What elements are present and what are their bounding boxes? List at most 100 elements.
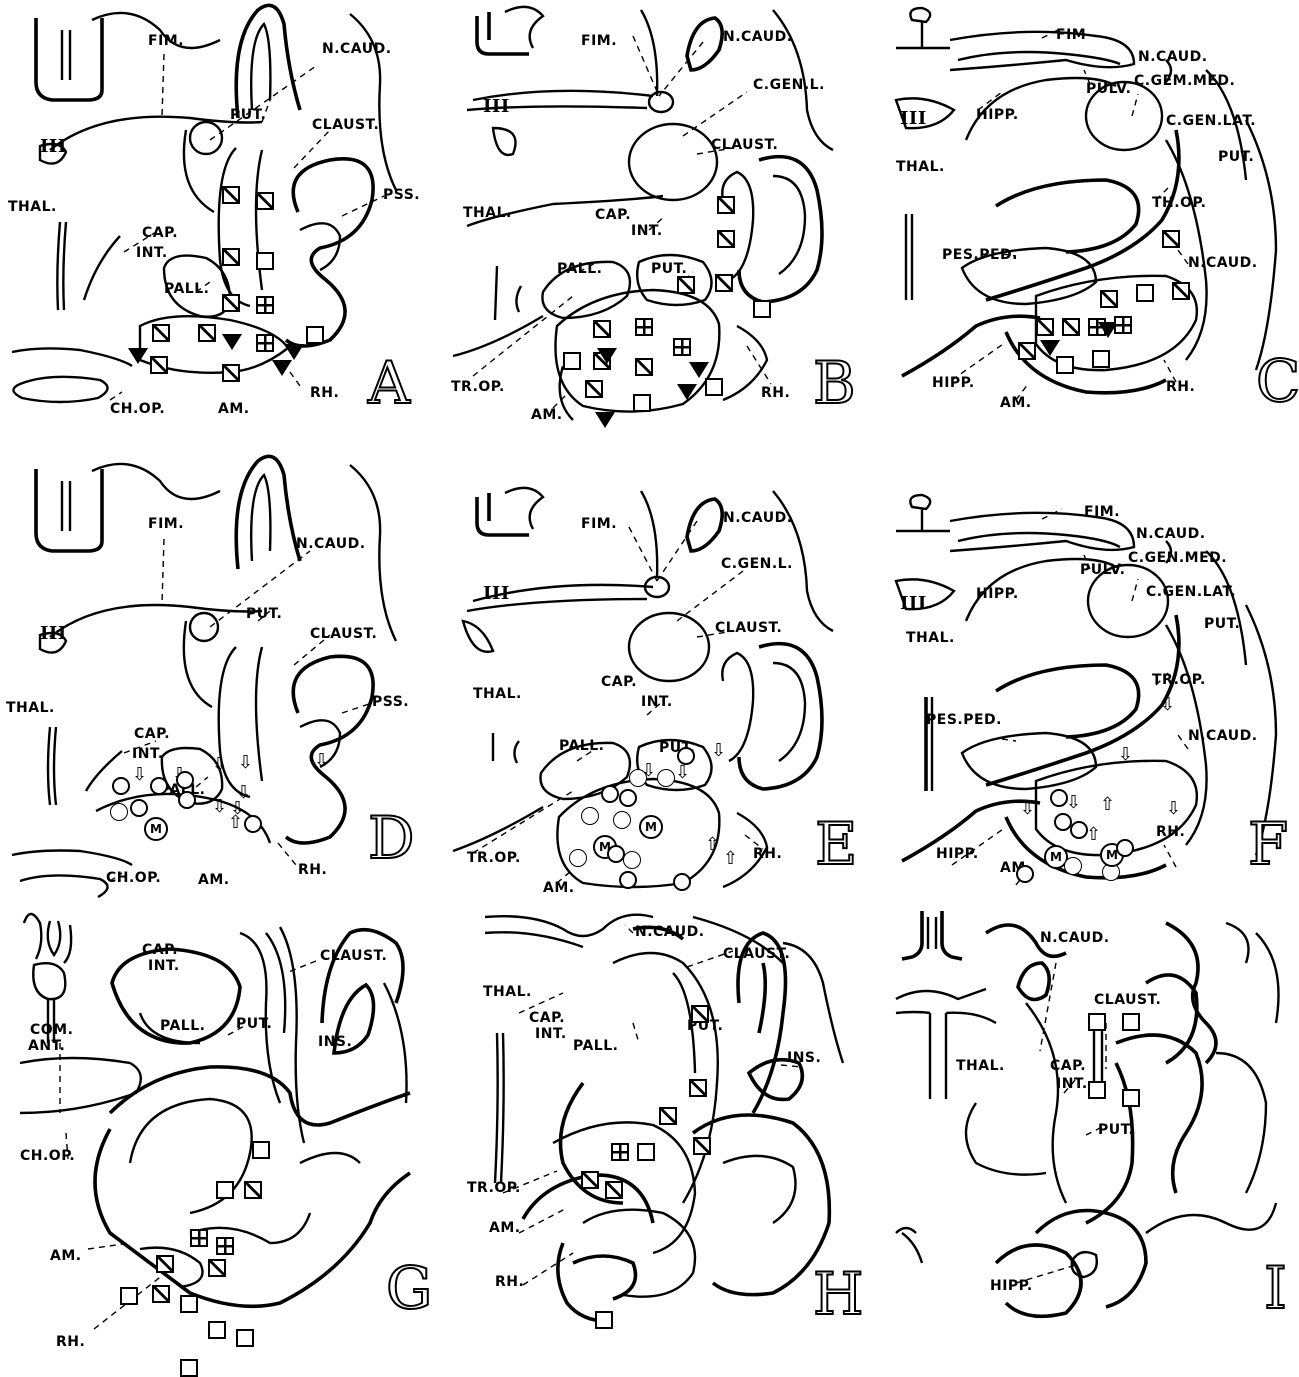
ventricle-numeral: III bbox=[40, 627, 67, 641]
structure-label: N.CAUD. bbox=[322, 42, 392, 56]
structure-label: PUT. bbox=[236, 1017, 272, 1031]
diagonal-square-marker bbox=[222, 186, 240, 204]
diagonal-square-marker bbox=[256, 192, 274, 210]
square-marker bbox=[1122, 1089, 1140, 1107]
structure-label: THAL. bbox=[8, 200, 57, 214]
down-arrow-icon: ⇩ bbox=[675, 763, 687, 783]
up-arrow-icon: ⇧ bbox=[705, 835, 717, 855]
structure-label: PALL. bbox=[559, 739, 604, 753]
panel-letter: I bbox=[1264, 1259, 1287, 1317]
down-arrow-icon: ⇩ bbox=[1166, 799, 1178, 819]
circle-marker bbox=[677, 747, 695, 765]
diagonal-square-marker bbox=[244, 1181, 262, 1199]
structure-label: AM. bbox=[531, 408, 563, 422]
panel-letter: F bbox=[1248, 815, 1288, 873]
square-marker bbox=[180, 1295, 198, 1313]
circle-marker bbox=[619, 789, 637, 807]
structure-label: PES.PED. bbox=[942, 248, 1018, 262]
circle-marker bbox=[1016, 865, 1034, 883]
structure-label: C.GEN.LAT. bbox=[1166, 114, 1256, 128]
structure-label: HIPP. bbox=[976, 108, 1019, 122]
circle-marker bbox=[112, 777, 130, 795]
ventricle-numeral: III bbox=[900, 112, 927, 126]
diagonal-square-marker bbox=[156, 1255, 174, 1273]
triangle-marker bbox=[597, 348, 617, 364]
cross-square-marker bbox=[1114, 316, 1132, 334]
square-marker bbox=[633, 394, 651, 412]
circle-marker bbox=[130, 799, 148, 817]
structure-label: CAP. bbox=[529, 1011, 565, 1025]
structure-label: AM. bbox=[198, 873, 230, 887]
structure-label: PALL. bbox=[164, 282, 209, 296]
structure-label: N.CAUD. bbox=[1138, 50, 1208, 64]
diagonal-square-marker bbox=[605, 1181, 623, 1199]
cross-square-marker bbox=[673, 338, 691, 356]
circle-marker bbox=[178, 791, 196, 809]
structure-label: CH.OP. bbox=[106, 871, 161, 885]
cross-square-marker bbox=[256, 296, 274, 314]
structure-label: FIM. bbox=[148, 517, 184, 531]
structure-label: PES.PED. bbox=[926, 713, 1002, 727]
up-arrow-icon: ⇧ bbox=[1100, 795, 1112, 815]
circle-marker bbox=[1116, 839, 1134, 857]
square-marker bbox=[1136, 284, 1154, 302]
structure-label: PUT. bbox=[1098, 1123, 1134, 1137]
circle-marker bbox=[619, 871, 637, 889]
square-marker bbox=[1088, 1013, 1106, 1031]
structure-label: RH. bbox=[1166, 380, 1195, 394]
diagonal-square-marker bbox=[1172, 282, 1190, 300]
structure-label: CH.OP. bbox=[20, 1149, 75, 1163]
structure-label: CAP. bbox=[1050, 1059, 1086, 1073]
diagonal-square-marker bbox=[152, 1285, 170, 1303]
structure-label: PALL. bbox=[160, 1019, 205, 1033]
circle-marker bbox=[150, 777, 168, 795]
diagonal-square-marker bbox=[152, 324, 170, 342]
down-arrow-icon: ⇩ bbox=[1118, 745, 1130, 765]
diagonal-square-marker bbox=[593, 320, 611, 338]
diagonal-square-marker bbox=[659, 1107, 677, 1125]
square-marker bbox=[120, 1287, 138, 1305]
structure-label: CLAUST. bbox=[320, 949, 387, 963]
structure-label: RH. bbox=[495, 1275, 524, 1289]
structure-label: PSS. bbox=[372, 695, 409, 709]
structure-label: N.CAUD. bbox=[296, 537, 366, 551]
m-circle-marker: M bbox=[144, 817, 168, 841]
structure-label: ANT. bbox=[28, 1039, 65, 1053]
diagonal-square-marker bbox=[1036, 318, 1054, 336]
square-marker bbox=[180, 1359, 198, 1377]
cross-square-marker bbox=[190, 1229, 208, 1247]
diagonal-square-marker bbox=[198, 324, 216, 342]
structure-label: HIPP. bbox=[990, 1279, 1033, 1293]
circle-marker bbox=[176, 771, 194, 789]
triangle-marker bbox=[689, 362, 709, 378]
structure-label: THAL. bbox=[6, 701, 55, 715]
panel-g: CAP.INT.CLAUST.PALL.PUT.COM.ANT.INS.CH.O… bbox=[0, 903, 433, 1354]
open-circle-marker bbox=[1064, 857, 1082, 875]
structure-label: RH. bbox=[310, 386, 339, 400]
structure-label: TR.OP. bbox=[451, 380, 505, 394]
structure-label: TH.OP. bbox=[1152, 196, 1207, 210]
structure-label: INT. bbox=[132, 747, 164, 761]
structure-label: PUT. bbox=[1218, 150, 1254, 164]
structure-label: THAL. bbox=[483, 985, 532, 999]
panel-f: IIIFIM.N.CAUD.C.GEN.MED.PULV.HIPP.THAL.C… bbox=[866, 451, 1299, 902]
ventricle-numeral: III bbox=[483, 587, 510, 601]
panel-b: IIIFIM.N.CAUD.C.GEN.L.CLAUST.THAL.CAP.IN… bbox=[433, 0, 866, 451]
structure-label: PULV. bbox=[1086, 82, 1131, 96]
structure-label: PUT. bbox=[651, 262, 687, 276]
diagonal-square-marker bbox=[715, 274, 733, 292]
section-outline bbox=[866, 903, 1299, 1354]
structure-label: TR.OP. bbox=[467, 851, 521, 865]
panel-letter: E bbox=[815, 815, 857, 873]
structure-label: PALL. bbox=[573, 1039, 618, 1053]
structure-label: PSS. bbox=[383, 188, 420, 202]
structure-label: INT. bbox=[1056, 1077, 1088, 1091]
structure-label: C.GEN.L. bbox=[721, 557, 793, 571]
square-marker bbox=[216, 1181, 234, 1199]
circle-marker bbox=[673, 873, 691, 891]
down-arrow-icon: ⇩ bbox=[212, 755, 224, 775]
structure-label: INT. bbox=[631, 224, 663, 238]
structure-label: INT. bbox=[148, 959, 180, 973]
